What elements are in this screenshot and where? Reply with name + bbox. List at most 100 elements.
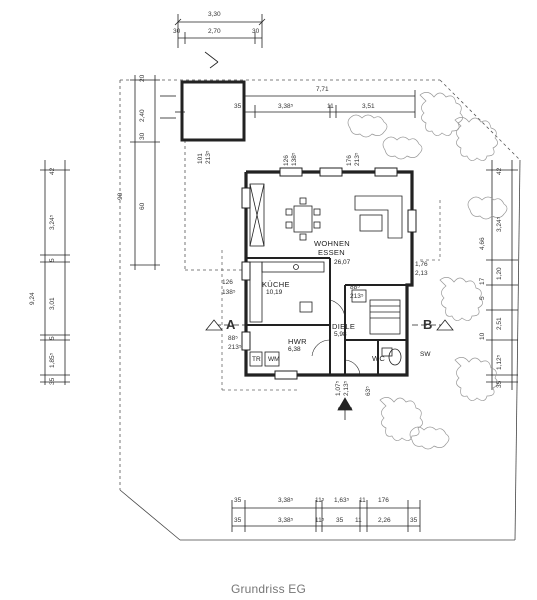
dim-r-10: 10 [479,332,486,340]
property-boundary [119,79,521,490]
dim-d-885: 88⁵ [350,284,360,291]
terrace-outline [221,200,441,391]
dim-b1-11a: 11⁵ [315,497,325,504]
section-mark-a: A [226,317,236,332]
label-tr: TR [252,356,261,363]
dim-kue-1385: 138⁵ [222,289,236,296]
dim-top-30a: 30 [173,28,181,35]
dim-r-324: 3,24⁵ [496,216,503,232]
stair [351,289,401,335]
utility-fixtures [249,351,280,367]
shelf-left [249,183,265,247]
dim-r-213: 2,13 [415,270,428,277]
room-label-essen: ESSEN [318,248,345,257]
dim-b2-35a: 35 [234,517,242,524]
dim-r-17: 17 [479,277,486,285]
plan-caption: Grundriss EG [230,582,307,596]
dim-l-5a: 5 [49,258,56,262]
dim-upper-338: 3,38⁵ [278,103,294,110]
dim-upper-771: 7,71 [316,86,329,93]
dim-e-2135: 2,13⁵ [343,380,350,396]
site-outline [119,159,521,541]
entrance-marker [337,397,353,420]
dim-m-90: 90 [117,192,124,200]
garage [180,80,246,142]
dim-e-1075: 1,07⁵ [335,380,342,396]
dim-m-30: 30 [139,132,146,140]
dim-l-301: 3,01 [49,297,56,310]
dim-l-42: 42 [49,167,56,175]
mid-vertical-dimensions [130,75,160,270]
room-area-hwr: 6,38 [288,346,301,353]
dim-e-635: 63⁵ [365,386,372,396]
section-line-a [205,319,246,331]
left-dimension-chain [40,160,70,385]
room-area-diele: 5,98 [334,331,347,338]
dim-b2-226: 2,26 [378,517,391,524]
room-label-diele: DIELE [332,322,356,331]
north-marker [204,51,219,69]
dim-r-466: 4,66 [479,237,486,250]
dim-win-126: 126 [283,155,290,166]
dim-win-138: 138⁵ [291,152,298,166]
dim-win-2135: 213⁵ [354,152,361,166]
dim-kue-126: 126 [222,279,233,286]
bottom-dimension-chains [231,500,421,532]
dim-d-2135: 213⁵ [350,293,364,300]
dim-b1-176: 176 [378,497,389,504]
dim-garage-2135: 213⁵ [205,150,212,164]
label-sw: SW [420,351,431,358]
dim-l-5b: 5 [49,336,56,340]
dim-b1-3385: 3,38⁵ [278,497,294,504]
upper-dimension-chain [244,90,416,118]
dim-l-924: 9,24 [29,292,36,305]
dim-top-30b: 30 [252,28,260,35]
room-label-kueche: KÜCHE [262,280,290,289]
dim-m-60: 60 [139,202,146,210]
dim-b2-35c: 35 [410,517,418,524]
dim-b2-35b: 35 [336,517,344,524]
dim-hwr-885: 88⁵ [228,335,238,342]
wc-fixtures [381,347,402,366]
dim-b2-11b: 11 [355,517,362,524]
door-swings [311,299,361,376]
dim-r-120: 1,20 [496,267,503,280]
sofa [354,195,403,239]
dim-top-overall: 3,30 [208,11,221,18]
dim-hwr-2135: 213⁵ [228,344,242,351]
top-dimension-chain [174,14,266,48]
dim-b2-3385: 3,38⁵ [278,517,294,524]
floor-plan-drawing [40,14,521,541]
dim-r-251: 2,51 [496,317,503,330]
dim-upper-11: 11 [327,103,334,110]
dim-l-35: 35 [49,377,56,385]
windows [241,167,417,380]
room-area-kueche: 10,19 [266,289,283,296]
room-label-hwr: HWR [288,337,307,346]
dim-m-240: 2,40 [139,109,146,122]
dim-garage-101: 101 [197,153,204,164]
dim-m-20: 20 [139,74,146,82]
vegetation [347,92,508,450]
room-area-wohnen: 26,07 [334,259,351,266]
dim-r-42: 42 [496,167,503,175]
kitchen-counter [249,261,325,323]
dim-b1-11b: 11 [359,497,366,504]
dim-l-324: 3,24⁵ [49,214,56,230]
dim-upper-351: 3,51 [362,103,375,110]
dim-win-176: 176 [346,155,353,166]
dim-upper-35: 35 [234,103,242,110]
room-label-wohnen: WOHNEN [314,239,350,248]
section-mark-b: B [423,317,433,332]
dim-r-1125: 1,12⁵ [496,354,503,370]
dim-r-176: 1,76 [415,261,428,268]
label-wm: WM [268,356,280,363]
dim-b1-1635: 1,63⁵ [334,497,350,504]
dim-b2-11a: 11⁵ [315,517,325,524]
dim-r-35: 35 [496,380,503,388]
dim-l-185: 1,85⁵ [49,352,56,368]
dining-table [285,197,321,241]
dim-top-270: 2,70 [208,28,221,35]
section-line-b [412,319,454,331]
dim-b1-35: 35 [234,497,242,504]
